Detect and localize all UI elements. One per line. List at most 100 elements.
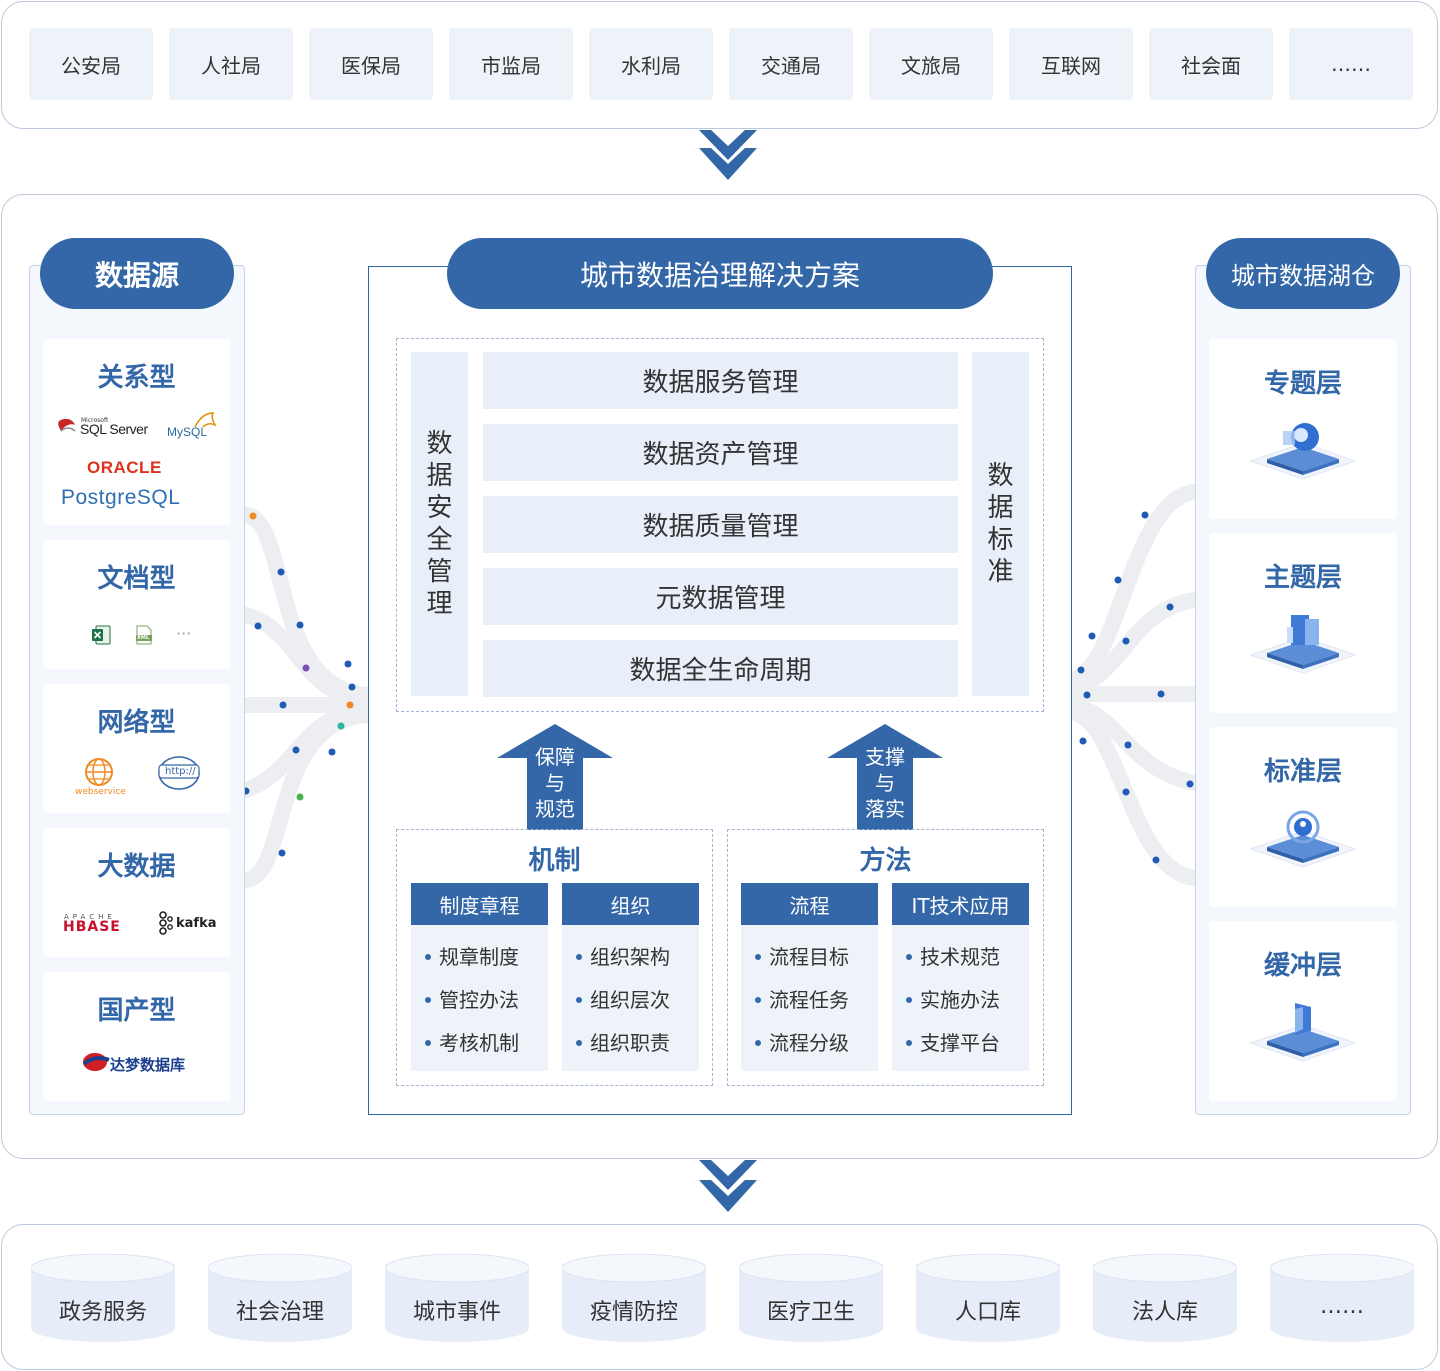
topic-layer-icon — [1249, 423, 1357, 480]
source-card-domestic: 国产型 达梦数据库 — [43, 972, 230, 1101]
list-item-text: 技术规范 — [920, 945, 1000, 969]
data-lake-title: 城市数据湖仓 — [1206, 238, 1400, 309]
bullet-icon — [755, 953, 761, 960]
application-cylinder: …… — [1270, 1254, 1414, 1342]
list-item-text: 流程分级 — [769, 1031, 849, 1055]
data-security-bar: 数据安全管理 — [411, 352, 468, 696]
source-department-item: 文旅局 — [869, 28, 993, 100]
application-label: 人口库 — [954, 1300, 1021, 1325]
method-column: IT技术应用技术规范实施办法支撑平台 — [892, 883, 1029, 1071]
source-department-item: 互联网 — [1009, 28, 1133, 100]
list-item-text: 组织层次 — [590, 988, 670, 1012]
source-category-label: 网络型 — [97, 708, 176, 738]
subject-layer-icon — [1249, 615, 1357, 674]
column-list-item: 管控办法 — [425, 984, 519, 1013]
source-category-label: 国产型 — [97, 996, 176, 1026]
bar-char: 数 — [426, 429, 453, 459]
source-card-bigdata: 大数据 APACHE HBASE kafka — [43, 828, 230, 957]
management-row: 数据质量管理 — [483, 496, 958, 553]
column-list-item: 流程目标 — [755, 941, 849, 970]
bullet-icon — [425, 953, 431, 960]
management-row: 元数据管理 — [483, 568, 958, 625]
application-cylinder: 疫情防控 — [562, 1254, 706, 1342]
column-header: 组织 — [562, 883, 699, 925]
bar-char: 标 — [987, 525, 1014, 555]
lake-layer-card: 标准层 — [1209, 727, 1397, 907]
arrow-label-support: 支撑 与 落实 — [855, 744, 915, 822]
bullet-icon — [755, 996, 761, 1003]
management-row: 数据资产管理 — [483, 424, 958, 481]
column-header: 制度章程 — [411, 883, 548, 925]
column-list-item: 考核机制 — [425, 1027, 519, 1056]
method-title: 方法 — [859, 846, 912, 876]
column-list-item: 支撑平台 — [906, 1027, 1000, 1056]
bar-char: 安 — [426, 493, 453, 523]
kafka-icon — [159, 911, 173, 935]
kafka-logo-text: kafka — [176, 916, 217, 931]
dameng-logo-icon — [82, 1053, 110, 1071]
list-item-text: 支撑平台 — [920, 1031, 1000, 1055]
mysql-logo-text: MySQL — [167, 425, 208, 439]
column-list-item: 组织层次 — [576, 984, 670, 1013]
list-item-text: 实施办法 — [920, 988, 1000, 1012]
application-label: 城市事件 — [412, 1300, 501, 1325]
bar-char: 理 — [426, 589, 453, 619]
source-department-item: 人社局 — [169, 28, 293, 100]
source-category-label: 大数据 — [97, 852, 176, 882]
arrow-label-line: 落实 — [865, 797, 905, 821]
dameng-logo-text: 达梦数据库 — [110, 1056, 186, 1074]
arrow-label-guarantee: 保障 与 规范 — [525, 744, 585, 822]
method-box: 方法 — [727, 829, 1044, 1086]
source-department-item: 交通局 — [729, 28, 853, 100]
source-department-item: 公安局 — [29, 28, 153, 100]
method-column: 流程流程目标流程任务流程分级 — [741, 883, 878, 1071]
more-formats-text: ··· — [176, 624, 192, 643]
bullet-icon — [425, 996, 431, 1003]
microsoft-logo-text: Microsoft — [81, 417, 109, 424]
application-cylinder: 政务服务 — [31, 1254, 175, 1342]
application-cylinder: 人口库 — [916, 1254, 1060, 1342]
mysql-dolphin-icon — [194, 412, 217, 428]
column-list-item: 组织架构 — [576, 941, 670, 970]
solution-title: 城市数据治理解决方案 — [447, 238, 993, 309]
down-arrow-icon — [699, 130, 757, 180]
application-label: 法人库 — [1131, 1300, 1198, 1325]
lake-layer-label: 标准层 — [1263, 757, 1342, 787]
management-row: 数据服务管理 — [483, 352, 958, 409]
postgresql-logo-text: PostgreSQL — [61, 486, 181, 509]
database-cylinder-icon — [1270, 1254, 1414, 1342]
apache-logo-text: APACHE — [64, 913, 116, 921]
excel-icon — [92, 625, 111, 645]
application-cylinder: 医疗卫生 — [739, 1254, 883, 1342]
http-globe-icon — [158, 756, 200, 790]
list-item-text: 管控办法 — [439, 988, 519, 1012]
bar-char: 全 — [426, 525, 453, 555]
xml-file-icon — [136, 625, 152, 645]
application-cylinder: 社会治理 — [208, 1254, 352, 1342]
database-cylinder-icon — [562, 1254, 706, 1342]
column-list-item: 流程分级 — [755, 1027, 849, 1056]
arrow-label-line: 规范 — [535, 797, 575, 821]
source-card-network: 网络型 webservice http:// — [43, 684, 230, 813]
buffer-layer-icon — [1249, 1003, 1357, 1062]
xml-logo-text: XML — [137, 635, 150, 641]
management-row: 数据全生命周期 — [483, 640, 958, 697]
bullet-icon — [576, 996, 582, 1003]
mechanism-title: 机制 — [528, 846, 581, 876]
database-cylinder-icon — [385, 1254, 529, 1342]
mechanism-box: 机制 — [396, 829, 713, 1086]
list-item-text: 流程目标 — [769, 945, 849, 969]
bullet-icon — [576, 953, 582, 960]
database-cylinder-icon — [1093, 1254, 1237, 1342]
source-category-label: 关系型 — [97, 363, 176, 393]
column-list-item: 流程任务 — [755, 984, 849, 1013]
down-arrow-icon — [699, 1160, 757, 1212]
list-item-text: 流程任务 — [769, 988, 849, 1012]
up-arrow-guarantee — [497, 724, 613, 830]
arrow-label-line: 保障 — [535, 745, 575, 769]
up-arrow-support — [827, 724, 943, 830]
bullet-icon — [906, 996, 912, 1003]
lake-layer-card: 专题层 — [1209, 339, 1397, 519]
source-category-label: 文档型 — [97, 564, 176, 594]
list-item-text: 组织职责 — [590, 1031, 670, 1055]
